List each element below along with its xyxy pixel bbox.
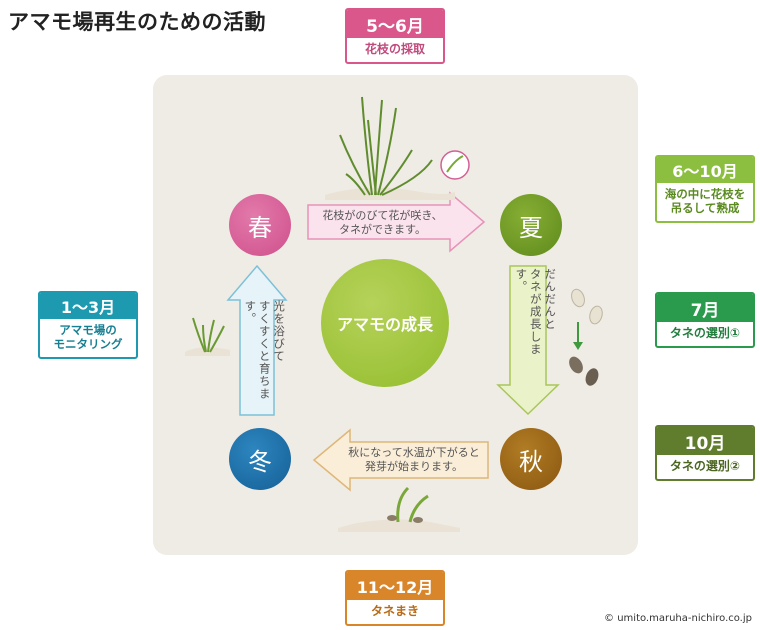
arrow-text-line: 花枝がのびて花が咲き、 (322, 209, 443, 222)
seeds-illustration (569, 288, 603, 386)
tag-activity-line: アマモ場の (59, 322, 117, 337)
arrow-summer-to-autumn (496, 265, 560, 416)
tag-activity: 海の中に花枝を 吊るして熟成 (657, 183, 753, 219)
tag-month: 11～12月 (347, 572, 443, 600)
arrow-text-spring-summer: 花枝がのびて花が咲き、 タネができます。 (310, 209, 455, 238)
tag-november-december: 11～12月 タネまき (345, 570, 445, 626)
tag-may-june: 5～6月 花枝の採取 (345, 8, 445, 64)
tag-month: 10月 (657, 427, 753, 455)
arrow-text-line: すくすくと育ちます。 (243, 300, 272, 400)
tag-activity-line: 吊るして熟成 (670, 201, 740, 215)
young-seagrass-illustration (185, 317, 230, 356)
season-summer: 夏 (500, 194, 562, 256)
arrow-spring-to-summer (307, 191, 486, 253)
arrow-text-autumn-winter: 秋になって水温が下がると 発芽が始まります。 (340, 446, 488, 475)
arrow-text-line: だんだんと (543, 268, 558, 331)
arrow-text-line: 光を浴びて (272, 300, 287, 363)
season-spring: 春 (229, 194, 291, 256)
tag-month: 1～3月 (40, 293, 136, 319)
tag-june-october: 6～10月 海の中に花枝を 吊るして熟成 (655, 155, 755, 223)
tag-activity: アマモ場の モニタリング (40, 319, 136, 355)
tag-activity: タネの選別② (669, 458, 741, 473)
tag-january-march: 1～3月 アマモ場の モニタリング (38, 291, 138, 359)
sprouting-seeds-illustration (338, 486, 460, 532)
tag-activity-line: モニタリング (53, 337, 123, 351)
tag-activity: タネまき (370, 603, 419, 618)
seagrass-flowering-illustration (325, 96, 470, 200)
tag-month: 7月 (657, 294, 753, 322)
arrow-text-line: タネが成長します。 (514, 268, 543, 356)
page-title: アマモ場再生のための活動 (8, 10, 266, 34)
arrow-text-line: タネができます。 (339, 223, 426, 237)
copyright-credit: © umito.maruha-nichiro.co.jp (604, 613, 752, 624)
arrow-text-line: 秋になって水温が下がると (348, 446, 480, 459)
season-autumn: 秋 (500, 428, 562, 490)
tag-month: 5～6月 (347, 10, 443, 38)
arrow-text-winter-spring: 光を浴びてすくすくと育ちます。 (243, 300, 286, 412)
tag-activity-line: 海の中に花枝を (664, 186, 746, 201)
season-winter: 冬 (229, 428, 291, 490)
arrow-text-line: 発芽が始まります。 (365, 460, 463, 474)
tag-october: 10月 タネの選別② (655, 425, 755, 481)
arrow-autumn-to-winter (312, 428, 489, 492)
tag-month: 6～10月 (657, 157, 753, 183)
arrow-winter-to-spring (226, 264, 288, 416)
arrow-text-summer-autumn: だんだんとタネが成長します。 (514, 268, 557, 380)
tag-activity: タネの選別① (669, 325, 741, 340)
tag-july: 7月 タネの選別① (655, 292, 755, 348)
tag-activity: 花枝の採取 (364, 41, 425, 56)
center-growth-circle: アマモの成長 (321, 259, 449, 387)
